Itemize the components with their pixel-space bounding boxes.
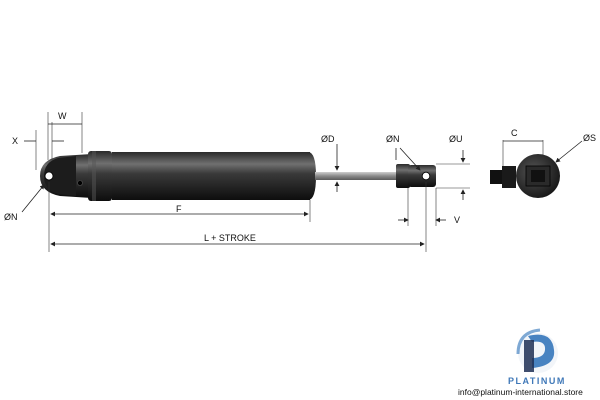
- left-eye-fitting: [40, 154, 92, 198]
- right-rod-end-fitting: [396, 164, 436, 188]
- label-f: F: [176, 204, 182, 214]
- left-end-cap: [77, 151, 112, 201]
- cylinder-body: [112, 152, 316, 200]
- label-dia-n-left: ØN: [4, 212, 18, 222]
- platinum-logo: [516, 328, 558, 373]
- label-dia-u: ØU: [449, 134, 463, 144]
- label-c: C: [511, 128, 518, 138]
- end-view: [490, 154, 560, 198]
- brand-name: PLATINUM: [508, 376, 566, 386]
- label-x: X: [12, 136, 18, 146]
- left-eye-hole: [44, 171, 54, 181]
- set-screw: [77, 180, 83, 186]
- label-dia-s: ØS: [583, 133, 596, 143]
- contact-email: info@platinum-international.store: [458, 387, 583, 397]
- label-l-stroke: L + STROKE: [204, 233, 256, 243]
- label-dia-d: ØD: [321, 134, 335, 144]
- label-dia-n-right: ØN: [386, 134, 400, 144]
- right-eye-hole: [421, 171, 431, 181]
- label-w: W: [58, 111, 67, 121]
- piston-rod: [315, 172, 397, 180]
- label-v: V: [454, 215, 460, 225]
